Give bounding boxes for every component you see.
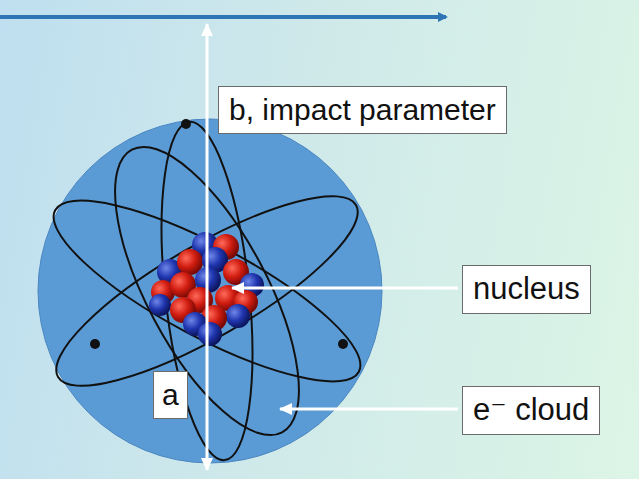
label-box: b, impact parameter [218,86,507,134]
label-text: e⁻ cloud [473,391,589,430]
label-text: b, impact parameter [229,91,496,129]
electrons [90,119,348,349]
leader-arrow [232,287,458,290]
label-box: a [153,371,188,419]
electron-cloud [38,119,382,463]
particle-track [0,15,446,19]
label-box: e⁻ cloud [462,386,600,435]
leader-arrow [280,408,458,411]
dimension-arrow [206,24,209,470]
label-box: nucleus [462,265,591,314]
label-text: nucleus [473,270,580,309]
label-text: a [162,376,179,414]
